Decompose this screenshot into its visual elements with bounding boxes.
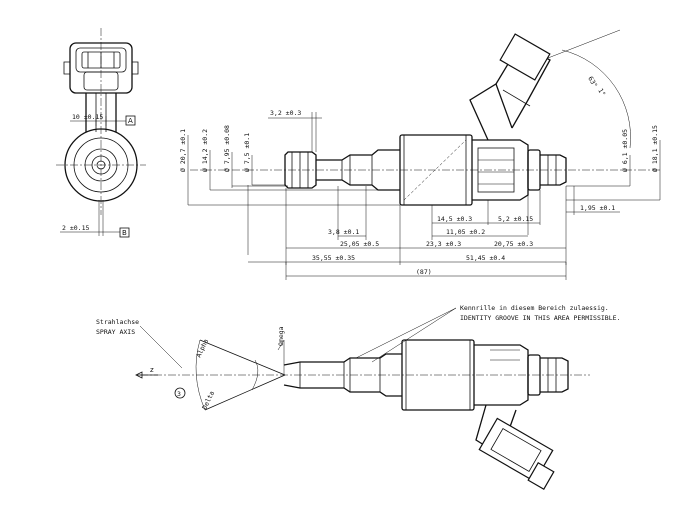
dim-87: (87) bbox=[416, 268, 432, 276]
dim-2: 2 ±0.15 bbox=[62, 224, 89, 232]
dim-5-2: 5,2 ±0.15 bbox=[498, 215, 533, 223]
dim-3-2: 3,2 ±0.3 bbox=[270, 109, 301, 117]
dim-35-55: 35,55 ±0.35 bbox=[312, 254, 355, 262]
dia-7-95: Ø 7,95 ±0.08 bbox=[223, 125, 231, 172]
side-view: Ø 20,7 ±0.1 Ø 14,2 ±0.2 Ø 7,95 ±0.08 Ø 7… bbox=[179, 29, 661, 280]
dim-23-3: 23,3 ±0.3 bbox=[426, 240, 461, 248]
dim-10: 10 ±0.15 bbox=[72, 113, 103, 121]
datum-a: A bbox=[128, 117, 133, 125]
angle-63: 63° bbox=[586, 75, 599, 89]
z-label: z bbox=[150, 366, 154, 374]
identity-groove-note-de: Kennrille in diesem Bereich zulaessig. bbox=[460, 304, 609, 312]
delta-label: Delta bbox=[201, 390, 217, 411]
dim-11-05: 11,05 ±0.2 bbox=[446, 228, 485, 236]
dia-6-1: Ø 6,1 ±0.05 bbox=[621, 129, 629, 172]
angle-1: 1° bbox=[596, 87, 607, 98]
dia-20-7: Ø 20,7 ±0.1 bbox=[179, 129, 187, 172]
spray-axis-label-de: Strahlachse bbox=[96, 318, 139, 326]
dia-7-5: Ø 7,5 ±0.1 bbox=[243, 133, 251, 172]
spray-view: z Alpha Delta Omega Strahlachse SPRAY AX… bbox=[96, 304, 620, 490]
end-view: 10 ±0.15 A 2 ±0.15 B bbox=[56, 28, 146, 238]
dim-25-05: 25,05 ±0.5 bbox=[340, 240, 379, 248]
identity-groove-note-en: IDENTITY GROOVE IN THIS AREA PERMISSIBLE… bbox=[460, 314, 620, 322]
omega-label: Omega bbox=[277, 326, 285, 346]
spray-axis-label-en: SPRAY AXIS bbox=[96, 328, 135, 336]
dim-20-75: 20,75 ±0.3 bbox=[494, 240, 533, 248]
ref-3: 3 bbox=[177, 390, 181, 398]
dim-51-45: 51,45 ±0.4 bbox=[466, 254, 505, 262]
dim-14-5: 14,5 ±0.3 bbox=[437, 215, 472, 223]
dia-14-2: Ø 14,2 ±0.2 bbox=[201, 129, 209, 172]
dim-1-95: 1,95 ±0.1 bbox=[580, 204, 615, 212]
dim-3-8: 3,8 ±0.1 bbox=[328, 228, 359, 236]
datum-b: B bbox=[122, 229, 127, 237]
alpha-label: Alpha bbox=[195, 338, 211, 359]
dia-18-1: Ø 18,1 ±0.15 bbox=[651, 125, 659, 172]
